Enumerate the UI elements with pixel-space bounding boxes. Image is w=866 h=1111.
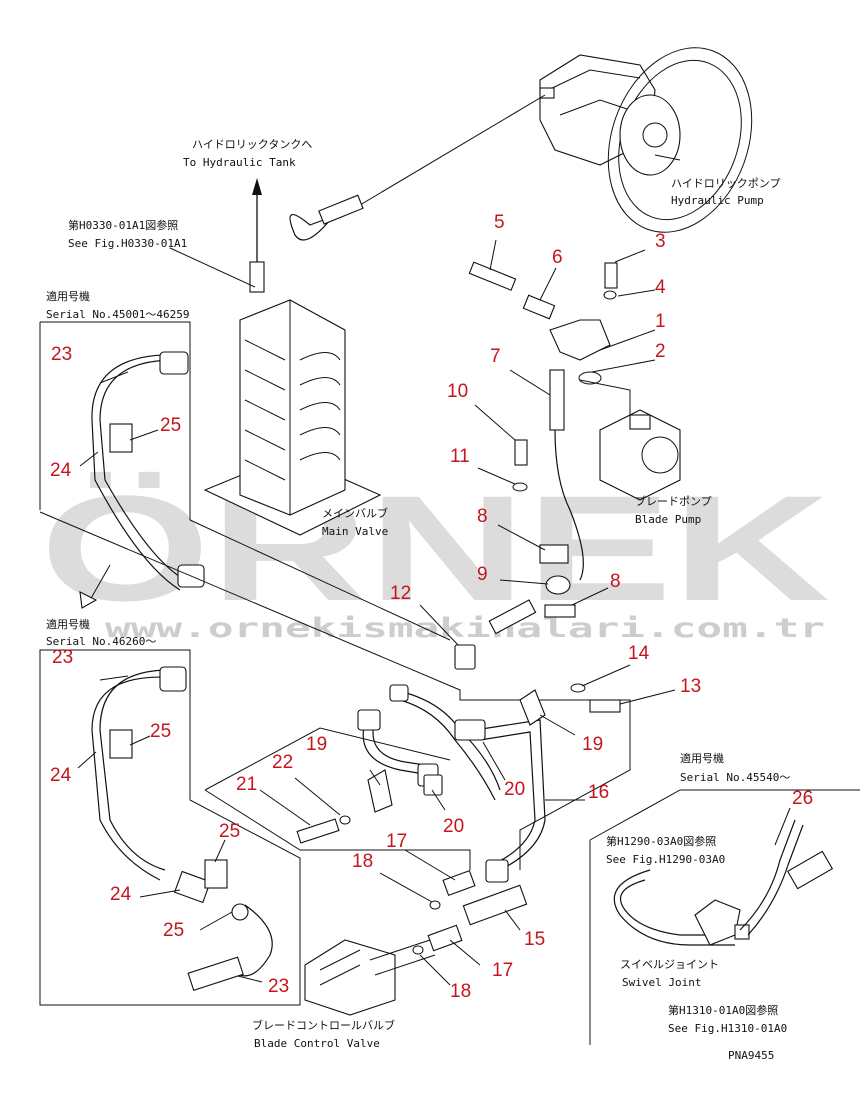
part-number-4: 4 — [655, 277, 666, 298]
part-number-2: 2 — [655, 341, 666, 362]
part-number-25b: 25 — [150, 721, 171, 742]
part-number-21: 21 — [236, 774, 257, 795]
part-number-3: 3 — [655, 231, 666, 252]
part-number-24c: 24 — [110, 884, 132, 905]
part-number-25d: 25 — [163, 920, 184, 941]
label-swivel-jp: スイベルジョイント — [620, 958, 719, 971]
part-number-10: 10 — [447, 381, 468, 402]
label-swivel-en: Swivel Joint — [622, 976, 701, 989]
part-number-8a: 8 — [477, 506, 488, 527]
label-pump-en: Hydraulic Pump — [671, 194, 764, 207]
hydraulic-pump-drawing — [539, 47, 753, 233]
label-serial3-jp: 適用号機 — [680, 751, 724, 765]
label-ref1-jp: 第H0330-01A1図参照 — [68, 218, 178, 232]
label-drawing-no: PNA9455 — [728, 1049, 774, 1062]
label-pump-jp: ハイドロリックポンプ — [671, 177, 780, 190]
hose-group-upper — [39, 321, 205, 591]
label-serial2-en: Serial No.46260〜 — [46, 635, 156, 648]
part-number-23c: 23 — [268, 976, 289, 997]
label-blade-ctrl-jp: ブレードコントロールバルブ — [252, 1018, 395, 1032]
label-blade-pump-en: Blade Pump — [635, 513, 701, 526]
swivel-joint-drawing — [589, 789, 860, 1045]
part-number-14: 14 — [628, 643, 650, 664]
part-number-8b: 8 — [610, 571, 621, 592]
blade-pump-drawing — [599, 409, 681, 501]
label-serial1-en: Serial No.45001〜46259 — [46, 308, 189, 321]
watermark-url: www.ornekismakinalari.com.tr — [105, 613, 825, 644]
watermark: ÖRNEK www.ornekismakinalari.com.tr — [40, 464, 830, 644]
part-number-19b: 19 — [582, 734, 603, 755]
label-serial2-jp: 適用号機 — [46, 617, 90, 631]
part-number-18a: 18 — [352, 851, 373, 872]
label-ref1-en: See Fig.H0330-01A1 — [68, 237, 187, 250]
part-number-23a: 23 — [51, 344, 72, 365]
part-number-20b: 20 — [443, 816, 464, 837]
part-number-24a: 24 — [50, 460, 72, 481]
part-number-18b: 18 — [450, 981, 471, 1002]
part-number-24b: 24 — [50, 765, 72, 786]
label-blade-pump-jp: ブレードポンプ — [635, 494, 712, 508]
label-serial1-jp: 適用号機 — [46, 289, 90, 303]
part-number-19a: 19 — [306, 734, 327, 755]
part-number-25c: 25 — [219, 821, 240, 842]
text-labels: ハイドロリックタンクへ To Hydraulic Tank 第H0330-01A… — [46, 138, 790, 1062]
part-number-5: 5 — [494, 212, 505, 233]
part-number-26: 26 — [792, 788, 813, 809]
part-number-20a: 20 — [504, 779, 525, 800]
label-to-tank-jp: ハイドロリックタンクへ — [192, 138, 312, 151]
part-number-22: 22 — [272, 752, 293, 773]
part-number-15: 15 — [524, 929, 545, 950]
part-numbers: 5 6 3 4 1 2 7 10 11 8 9 8 12 14 13 19 19… — [50, 212, 813, 1002]
leader-lines — [77, 239, 791, 986]
part-number-23b: 23 — [52, 647, 73, 668]
part-number-9: 9 — [477, 564, 488, 585]
label-ref3-en: See Fig.H1310-01A0 — [668, 1022, 787, 1035]
part-number-7: 7 — [490, 346, 501, 367]
label-ref2-en: See Fig.H1290-03A0 — [606, 853, 725, 866]
part-number-13: 13 — [680, 676, 701, 697]
part-number-16: 16 — [588, 782, 609, 803]
part-number-1: 1 — [655, 311, 666, 332]
watermark-brand: ÖRNEK — [40, 464, 830, 632]
label-to-tank-en: To Hydraulic Tank — [183, 156, 296, 169]
label-ref2-jp: 第H1290-03A0図参照 — [606, 834, 716, 848]
label-main-valve-en: Main Valve — [322, 525, 388, 538]
label-blade-ctrl-en: Blade Control Valve — [254, 1037, 380, 1050]
part-number-17a: 17 — [386, 831, 407, 852]
part-number-12: 12 — [390, 583, 411, 604]
label-ref3-jp: 第H1310-01A0図参照 — [668, 1003, 778, 1017]
hose-group-lower — [39, 649, 301, 1006]
part-number-11: 11 — [450, 446, 470, 467]
label-serial3-en: Serial No.45540〜 — [680, 771, 790, 784]
label-main-valve-jp: メインバルブ — [322, 506, 388, 520]
part-number-25a: 25 — [160, 415, 181, 436]
main-valve-drawing — [203, 178, 382, 536]
blade-control-valve-drawing — [304, 939, 436, 1016]
part-number-6: 6 — [552, 247, 563, 268]
part-number-17b: 17 — [492, 960, 513, 981]
